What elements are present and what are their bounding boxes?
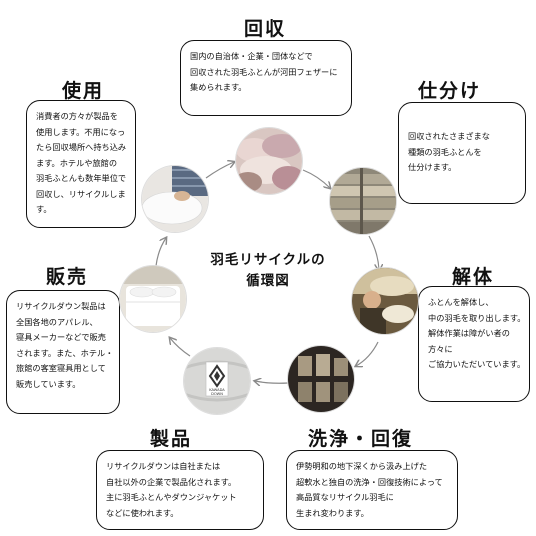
photo-wash	[288, 346, 354, 412]
box-use-line: 使用します。不用になっ	[36, 126, 126, 137]
arrow-sort-to-dismantle	[368, 235, 379, 270]
photo-sort	[330, 168, 396, 234]
box-sort: 回収されたさまざまな 種類の羽毛ふとんを 仕分けます。	[398, 102, 526, 204]
title-collect: 回収	[244, 18, 287, 40]
box-sell-line: されます。また、ホテル・	[16, 347, 114, 358]
photo-sell	[120, 266, 186, 332]
box-collect-line: 国内の自治体・企業・団体などで	[190, 51, 313, 61]
box-use-line: 消費者の方々が製品を	[36, 111, 118, 121]
box-dismantle-line: 中の羽毛を取り出します。	[428, 312, 526, 323]
box-wash-line: 高品質なリサイクル羽毛に	[296, 492, 394, 503]
box-dismantle-line: ご協力いただいています。	[428, 359, 526, 370]
box-product: リサイクルダウンは自社または 自社以外の企業で製品化されます。 主に羽毛ふとんや…	[96, 450, 264, 530]
box-dismantle-line: 解体作業は障がい者の	[428, 328, 510, 339]
product-brand-line1: KAWADA	[209, 388, 225, 392]
photo-use	[142, 166, 208, 232]
box-sort-line: 回収されたさまざまな	[408, 131, 490, 141]
box-use-line: 羽毛ふとんも数年単位で	[36, 173, 127, 184]
box-use: 消費者の方々が製品を 使用します。不用になっ たら回収場所へ持ち込み ます。ホテ…	[26, 100, 136, 228]
title-product: 製品	[150, 428, 193, 450]
arrow-wash-to-product	[255, 381, 289, 383]
box-sell-line: リサイクルダウン製品は	[16, 301, 106, 311]
arrow-product-to-sell	[170, 338, 191, 357]
box-use-line: 回収し、リサイクルしま	[36, 188, 126, 199]
box-collect: 国内の自治体・企業・団体などで 回収された羽毛ふとんが河田フェザーに 集められま…	[180, 40, 352, 116]
box-collect-line: 集められます。	[190, 82, 247, 93]
box-wash-line: 生まれ変わります。	[296, 507, 369, 518]
box-sell-line: 全国各地のアパレル、	[16, 316, 98, 327]
box-sell-line: 寝具メーカーなどで販売	[16, 332, 106, 343]
box-dismantle: ふとんを解体し、 中の羽毛を取り出します。 解体作業は障がい者の 方々に ご協力…	[418, 286, 530, 402]
box-wash-line: 超軟水と独自の洗浄・回復技術によって	[296, 476, 443, 487]
box-sell-line: 販売しています。	[16, 378, 81, 389]
title-sell: 販売	[46, 266, 89, 288]
box-sort-line: 仕分けます。	[408, 162, 457, 173]
box-dismantle-line: 方々に	[428, 343, 453, 354]
photo-dismantle	[352, 268, 418, 334]
arrow-collect-to-sort	[302, 169, 330, 188]
box-collect-line: 回収された羽毛ふとんが河田フェザーに	[190, 66, 338, 77]
box-product-line: 主に羽毛ふとんやダウンジャケット	[106, 492, 237, 503]
box-wash-line: 伊勢明和の地下深くから汲み上げた	[296, 461, 428, 471]
arrow-dismantle-to-wash	[356, 341, 379, 366]
box-sell: リサイクルダウン製品は 全国各地のアパレル、 寝具メーカーなどで販売 されます。…	[6, 290, 120, 414]
title-wash: 洗浄・回復	[308, 428, 414, 450]
box-product-line: リサイクルダウンは自社または	[106, 461, 221, 471]
box-product-line: 自社以外の企業で製品化されます。	[106, 476, 237, 487]
box-use-line: ます。ホテルや旅館の	[36, 157, 118, 168]
title-sort: 仕分け	[418, 80, 482, 102]
box-wash: 伊勢明和の地下深くから汲み上げた 超軟水と独自の洗浄・回復技術によって 高品質な…	[286, 450, 458, 530]
photo-collect	[236, 128, 302, 194]
box-dismantle-line: ふとんを解体し、	[428, 297, 494, 307]
cycle-center-label: 羽毛リサイクルの 循環図	[180, 250, 356, 292]
center-line-1: 羽毛リサイクルの	[210, 252, 326, 268]
arrow-sell-to-use	[155, 238, 166, 267]
arrow-use-to-collect	[205, 162, 234, 179]
photo-product: KAWADA DOWN	[184, 348, 250, 414]
box-use-line: す。	[36, 204, 52, 215]
center-line-2: 循環図	[246, 272, 290, 289]
title-use: 使用	[62, 80, 105, 102]
box-sort-line: 種類の羽毛ふとんを	[408, 146, 482, 157]
title-dismantle: 解体	[452, 266, 495, 288]
box-sell-line: 旅館の客室寝具用として	[16, 363, 106, 374]
product-brand-line2: DOWN	[211, 392, 223, 396]
box-use-line: たら回収場所へ持ち込み	[36, 142, 127, 153]
box-product-line: などに使われます。	[106, 507, 179, 518]
